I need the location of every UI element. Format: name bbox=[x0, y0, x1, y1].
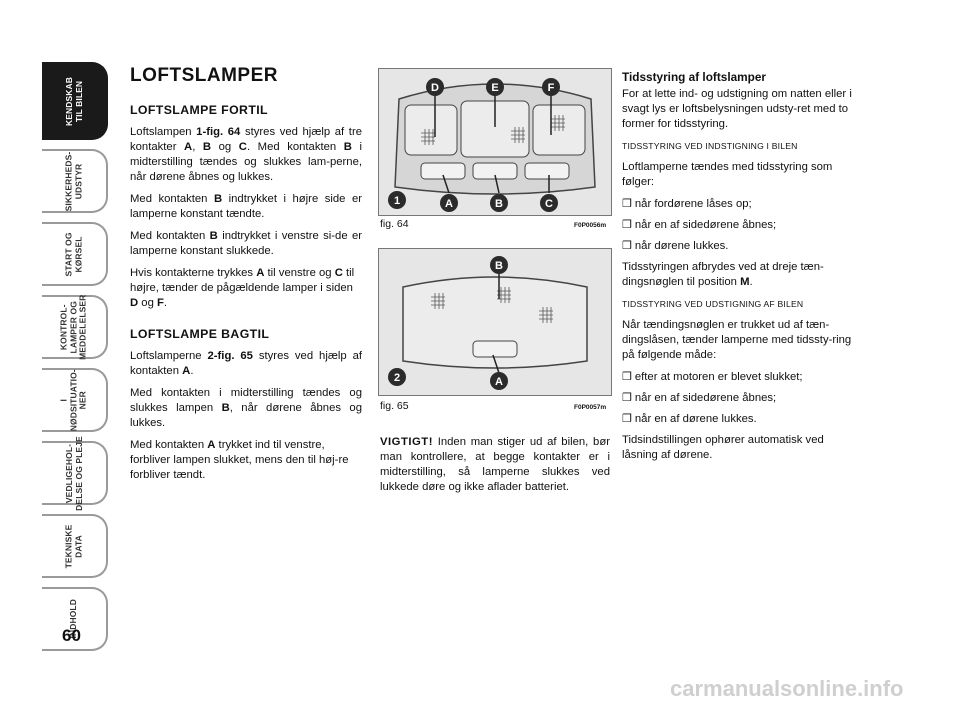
tab-label: VEDLIGEHOL- DELSE OG PLEJE bbox=[63, 435, 84, 511]
tab-label: START OG KØRSEL bbox=[63, 231, 84, 277]
tab-kendskab[interactable]: KENDSKAB TIL BILEN bbox=[42, 62, 108, 140]
tab-kontrollamper[interactable]: KONTROL- LAMPER OG MEDDELELSER bbox=[42, 294, 108, 360]
paragraph: Loftslampen 1-fig. 64 styres ved hjælp a… bbox=[130, 126, 362, 183]
paragraph: Loftlamperne tændes med tidsstyring som … bbox=[622, 161, 833, 188]
list-item: ❒når dørene lukkes. bbox=[622, 240, 729, 252]
section-heading-timer: Tidsstyring af loftslamper bbox=[622, 70, 766, 84]
warning-note: VIGTIGT! Inden man stiger ud af bilen, b… bbox=[380, 436, 610, 493]
figure-65-code: F0P0057m bbox=[574, 404, 607, 411]
checkbox-icon: ❒ bbox=[622, 413, 632, 425]
figure-64-caption: fig. 64 bbox=[380, 218, 409, 230]
section-heading-front: LOFTSLAMPE FORTIL bbox=[130, 103, 268, 117]
checkbox-icon: ❒ bbox=[622, 240, 632, 252]
label-B: B bbox=[495, 260, 503, 272]
figure-65-rear-lamp: B 2 A bbox=[378, 248, 612, 396]
label-F: F bbox=[548, 82, 555, 94]
figure-65-caption: fig. 65 bbox=[380, 400, 409, 412]
paragraph: For at lette ind- og udstigning om natte… bbox=[622, 88, 852, 130]
tab-label: TEKNISKE DATA bbox=[63, 524, 84, 568]
list-item: ❒når en af sidedørene åbnes; bbox=[622, 219, 777, 231]
list-item: ❒når en af sidedørene åbnes; bbox=[622, 392, 777, 404]
paragraph: Loftslamperne 2-fig. 65 styres ved hjælp… bbox=[130, 350, 362, 377]
list-item: ❒når en af dørene lukkes. bbox=[622, 413, 757, 425]
tab-label: SIKKERHEDS- UDSTYR bbox=[63, 151, 83, 211]
page-title: LOFTSLAMPER bbox=[130, 65, 278, 86]
paragraph: Når tændingsnøglen er trukket ud af tæn-… bbox=[622, 319, 852, 361]
label-D: D bbox=[431, 82, 439, 94]
checkbox-icon: ❒ bbox=[622, 392, 632, 404]
tab-nodsituationer[interactable]: I NØDSITUATIO- NER bbox=[42, 368, 108, 432]
checkbox-icon: ❒ bbox=[622, 219, 632, 231]
paragraph: Tidsindstillingen ophører automatisk ved… bbox=[622, 434, 824, 461]
figure-64-code: F0P0056m bbox=[574, 222, 607, 229]
front-roof-lamp-illustration: D E F 1 A B C bbox=[379, 69, 611, 215]
figure-64-front-lamp: D E F 1 A B C bbox=[378, 68, 612, 216]
subheading-exit: Tidsstyring ved udstigning af bilen bbox=[622, 299, 804, 309]
label-2: 2 bbox=[394, 372, 400, 384]
tab-tekniske-data[interactable]: TEKNISKE DATA bbox=[42, 514, 108, 578]
label-B: B bbox=[495, 198, 503, 210]
label-E: E bbox=[491, 82, 498, 94]
tab-label: I NØDSITUATIO- NER bbox=[58, 369, 88, 431]
tab-label: KENDSKAB TIL BILEN bbox=[63, 76, 83, 126]
label-A: A bbox=[495, 376, 503, 388]
tab-sikkerhed[interactable]: SIKKERHEDS- UDSTYR bbox=[42, 149, 108, 213]
column-left: LOFTSLAMPER LOFTSLAMPE FORTIL Loftslampe… bbox=[130, 65, 363, 490]
label-A: A bbox=[445, 198, 453, 210]
list-item: ❒efter at motoren er blevet slukket; bbox=[622, 371, 803, 383]
paragraph: Med kontakten B indtrykket i venstre si-… bbox=[130, 230, 363, 257]
tab-indhold[interactable]: INDHOLD bbox=[42, 587, 108, 651]
warning-label: VIGTIGT! bbox=[380, 436, 433, 448]
label-1: 1 bbox=[394, 195, 400, 207]
label-C: C bbox=[545, 198, 553, 210]
section-tabs: KENDSKAB TIL BILEN SIKKERHEDS- UDSTYR ST… bbox=[42, 62, 108, 660]
paragraph: Hvis kontakterne trykkes A til venstre o… bbox=[130, 267, 355, 309]
rear-roof-lamp-illustration: B 2 A bbox=[379, 249, 611, 395]
checkbox-icon: ❒ bbox=[622, 198, 632, 210]
checkbox-icon: ❒ bbox=[622, 371, 632, 383]
page-number: 60 bbox=[62, 626, 81, 645]
paragraph: Tidsstyringen afbrydes ved at dreje tæn-… bbox=[622, 261, 824, 288]
paragraph: Med kontakten A trykket ind til venstre,… bbox=[130, 439, 349, 481]
watermark: carmanualsonline.info bbox=[670, 676, 904, 701]
tab-label: KONTROL- LAMPER OG MEDDELELSER bbox=[58, 294, 88, 360]
subheading-entry: Tidsstyring ved indstigning i bilen bbox=[622, 141, 798, 151]
list-item: ❒når fordørene låses op; bbox=[622, 198, 752, 210]
column-right: Tidsstyring af loftslamper For at lette … bbox=[622, 70, 862, 470]
paragraph: Med kontakten B indtrykket i højre side … bbox=[130, 193, 362, 220]
paragraph: Med kontakten i midterstilling tændes og… bbox=[130, 387, 362, 429]
tab-start[interactable]: START OG KØRSEL bbox=[42, 222, 108, 286]
section-heading-rear: LOFTSLAMPE BAGTIL bbox=[130, 327, 270, 341]
tab-vedligeholdelse[interactable]: VEDLIGEHOL- DELSE OG PLEJE bbox=[42, 436, 108, 510]
